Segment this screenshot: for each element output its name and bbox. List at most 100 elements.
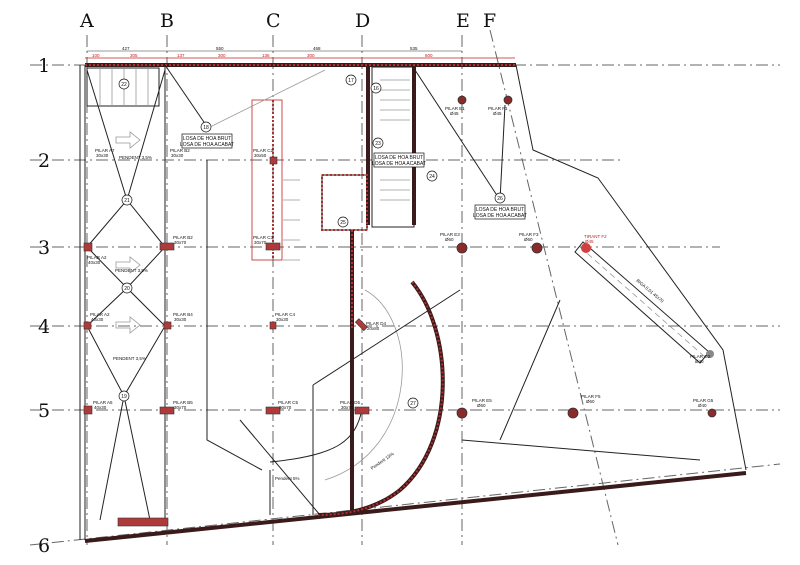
slab-tag-2a: LOSA DE HOA BRUT	[375, 155, 423, 161]
grid-lines	[29, 29, 781, 546]
pillar-c5-label: PILAR C5	[278, 400, 299, 405]
axis-label-4: 4	[38, 316, 50, 338]
pillar-g2-size: Ø40	[695, 359, 704, 364]
pillar-b4-size: 30x30	[174, 317, 187, 322]
marker-11: 26	[497, 196, 503, 202]
dim-ab: 427	[122, 46, 130, 51]
pillar-g5-size: Ø40	[698, 403, 707, 408]
pillar-a3-size: 40x30	[88, 260, 101, 265]
marker-5: 18	[203, 125, 209, 131]
pillar-f5-size: Ø60	[586, 399, 595, 404]
pillar-a4-size: 40x30	[91, 317, 104, 322]
pillar-c3-size: 30x70	[254, 240, 267, 245]
top-dimensions: 427 550 468 535 100 305 137 300 136 300 …	[85, 46, 515, 59]
axis-label-c: C	[266, 10, 281, 32]
slab-tag-1a: LOSA DE HOA BRUT	[183, 136, 231, 142]
tirant-size: Ø45	[585, 239, 594, 244]
marker-9: 24	[429, 174, 435, 180]
pillar-e1-label: PILAR E1	[445, 106, 465, 111]
axis-label-d: D	[355, 10, 370, 32]
pillar-b2-label: PILAR B2	[170, 148, 190, 153]
dim-red-1: 100	[92, 53, 100, 58]
pillar-b3-size: 30x70	[174, 240, 187, 245]
pillar-a3-label: PILAR A2	[87, 255, 107, 260]
section-markers: 22 21 20 19 18 17 16 23 24 25 26 27	[118, 74, 506, 409]
pillar-f3-size: Ø60	[524, 237, 533, 242]
marker-7: 16	[373, 86, 379, 92]
slab-tag-2b: LOSA DE HOA ACABAT	[372, 161, 426, 167]
axis-label-6: 6	[38, 535, 50, 557]
pillar-c4-size: 30x30	[276, 317, 289, 322]
pillar-c3-label: PILAR C3	[253, 235, 274, 240]
marker-12: 27	[410, 401, 416, 407]
pillar-d5-label: PILAR D5	[340, 400, 361, 405]
pillar-f5-label: PILAR F5	[581, 394, 601, 399]
axis-label-e: E	[456, 10, 470, 32]
ramp-label-5: Pendent 5%	[275, 476, 300, 481]
slab-tag-1b: LOSA DE HOA ACABAT	[180, 142, 234, 148]
dim-bc: 550	[216, 46, 224, 51]
pillar-f1-label: PILAR F1	[488, 106, 508, 111]
marker-2: 21	[124, 198, 130, 204]
pillar-b4-label: PILAR B4	[173, 312, 193, 317]
pillar-f3-label: PILAR F3	[519, 232, 539, 237]
tirant-label: TIRANT F2	[584, 234, 607, 239]
axis-label-2: 2	[38, 150, 50, 172]
marker-4: 19	[121, 394, 127, 400]
axis-label-3: 3	[38, 237, 50, 259]
marker-10: 25	[340, 220, 346, 226]
pillar-b2-size: 30x30	[171, 153, 184, 158]
pillar-a5-size: 40x30	[94, 405, 107, 410]
slab-tag-3a: LOSA DE HOA BRUT	[476, 207, 524, 213]
pillar-g5-label: PILAR G5	[693, 398, 714, 403]
pillar-c4-label: PILAR C4	[275, 312, 296, 317]
pillars-round	[456, 95, 717, 419]
axis-label-5: 5	[38, 400, 50, 422]
ramp-label-13: Pendent 13%	[370, 451, 395, 471]
dim-cd: 468	[313, 46, 321, 51]
pillar-c2-size: 30x50	[254, 153, 267, 158]
slope-label-3: PENDENT 3,5%	[113, 356, 146, 361]
pillar-d4-label: PILAR D4	[366, 321, 387, 326]
axis-label-1: 1	[38, 55, 50, 77]
pillar-c5-size: 30x70	[279, 405, 292, 410]
slab-tag-3b: LOSA DE HOA ACABAT	[473, 213, 527, 219]
pillar-e3-label: PILAR E3	[440, 232, 460, 237]
pillar-e5-size: Ø60	[477, 403, 486, 408]
pillar-b5-size: 30x70	[174, 405, 187, 410]
axis-label-b: B	[160, 10, 174, 32]
dim-red-2: 305	[130, 53, 138, 58]
pillar-labels: PILAR A7 30x30 PILAR B2 30x30 PILAR C2 3…	[87, 106, 714, 410]
dim-red-3: 137	[177, 53, 185, 58]
pillar-a4-label: PILAR A2	[90, 312, 110, 317]
pillar-c2-label: PILAR C2	[253, 148, 274, 153]
marker-6: 17	[348, 78, 354, 84]
pillar-g2-label: PILAR G2	[690, 354, 711, 359]
pillar-d5-size: 30x70	[341, 405, 354, 410]
pillar-d4-size: 20x80	[367, 326, 380, 331]
slope-label-2: PENDENT 3,5%	[115, 268, 148, 273]
pillar-e1-size: Ø45	[450, 111, 459, 116]
slope-label-1: PENDENT 3,5%	[119, 155, 152, 160]
slab-tags: LOSA DE HOA BRUT LOSA DE HOA ACABAT LOSA…	[180, 133, 527, 220]
dim-red-4: 300	[218, 53, 226, 58]
marker-3: 20	[124, 286, 130, 292]
pillar-e3-size: Ø60	[445, 237, 454, 242]
pillar-a2-label: PILAR A7	[95, 148, 115, 153]
dim-red-6: 300	[307, 53, 315, 58]
pillar-a2-size: 30x30	[96, 153, 109, 158]
axis-label-a: A	[79, 10, 94, 32]
pillar-a5-label: PILAR A5	[93, 400, 113, 405]
pillar-b5-label: PILAR B5	[173, 400, 193, 405]
pillar-f1-size: Ø45	[493, 111, 502, 116]
pillar-e5-label: PILAR E5	[472, 398, 492, 403]
pillar-b3-label: PILAR B2	[173, 235, 193, 240]
dim-de: 535	[410, 46, 418, 51]
walls	[79, 63, 747, 543]
dim-red-7: 600	[425, 53, 433, 58]
marker-1: 22	[121, 82, 127, 88]
pillars-square	[83, 156, 370, 415]
axis-label-f: F	[483, 10, 496, 32]
marker-8: 23	[375, 141, 381, 147]
